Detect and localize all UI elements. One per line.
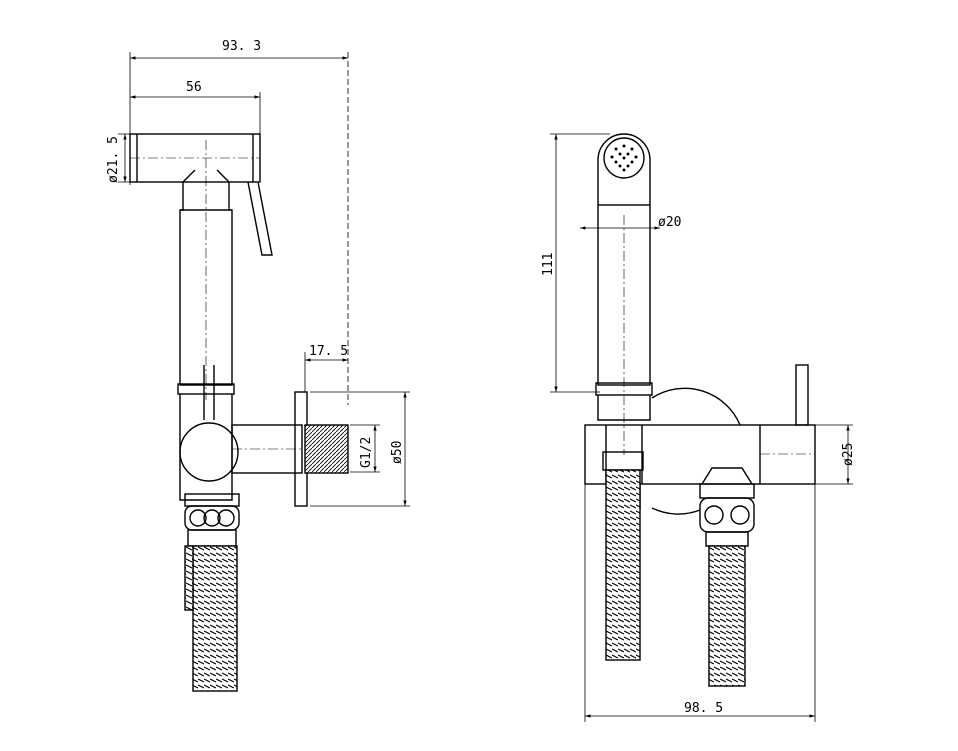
hose-connector-right: [699, 483, 755, 547]
wall-disc: [639, 387, 741, 515]
dim-total-width-left: 93. 3: [222, 39, 261, 54]
trigger-lever: [247, 181, 273, 256]
dimension-lines-left: [118, 52, 410, 507]
dim-head-length: 56: [186, 80, 202, 95]
wall-flange: [294, 391, 349, 507]
dimension-lines-right: [550, 133, 853, 722]
dim-height: 111: [541, 253, 556, 276]
hose-front-left: [602, 451, 644, 661]
dim-flange-depth: 17. 5: [309, 344, 348, 359]
hose-connector-left: [184, 493, 240, 547]
hose-left: [184, 545, 238, 692]
dim-body-diameter: ø25: [841, 443, 856, 466]
spray-holes: [610, 144, 638, 172]
handle: [177, 169, 235, 395]
spray-head-front: [597, 133, 651, 205]
handle-front: [595, 204, 653, 455]
dim-thread: G1/2: [359, 437, 374, 468]
side-view: [118, 52, 410, 692]
spray-head: [129, 133, 261, 400]
hose-front-right: [708, 545, 746, 687]
dim-head-diameter: ø21. 5: [106, 136, 121, 183]
dim-handle-diameter: ø20: [658, 215, 681, 230]
front-view: [550, 133, 853, 722]
dim-flange-diameter: ø50: [390, 441, 405, 464]
dim-total-width-right: 98. 5: [684, 701, 723, 716]
